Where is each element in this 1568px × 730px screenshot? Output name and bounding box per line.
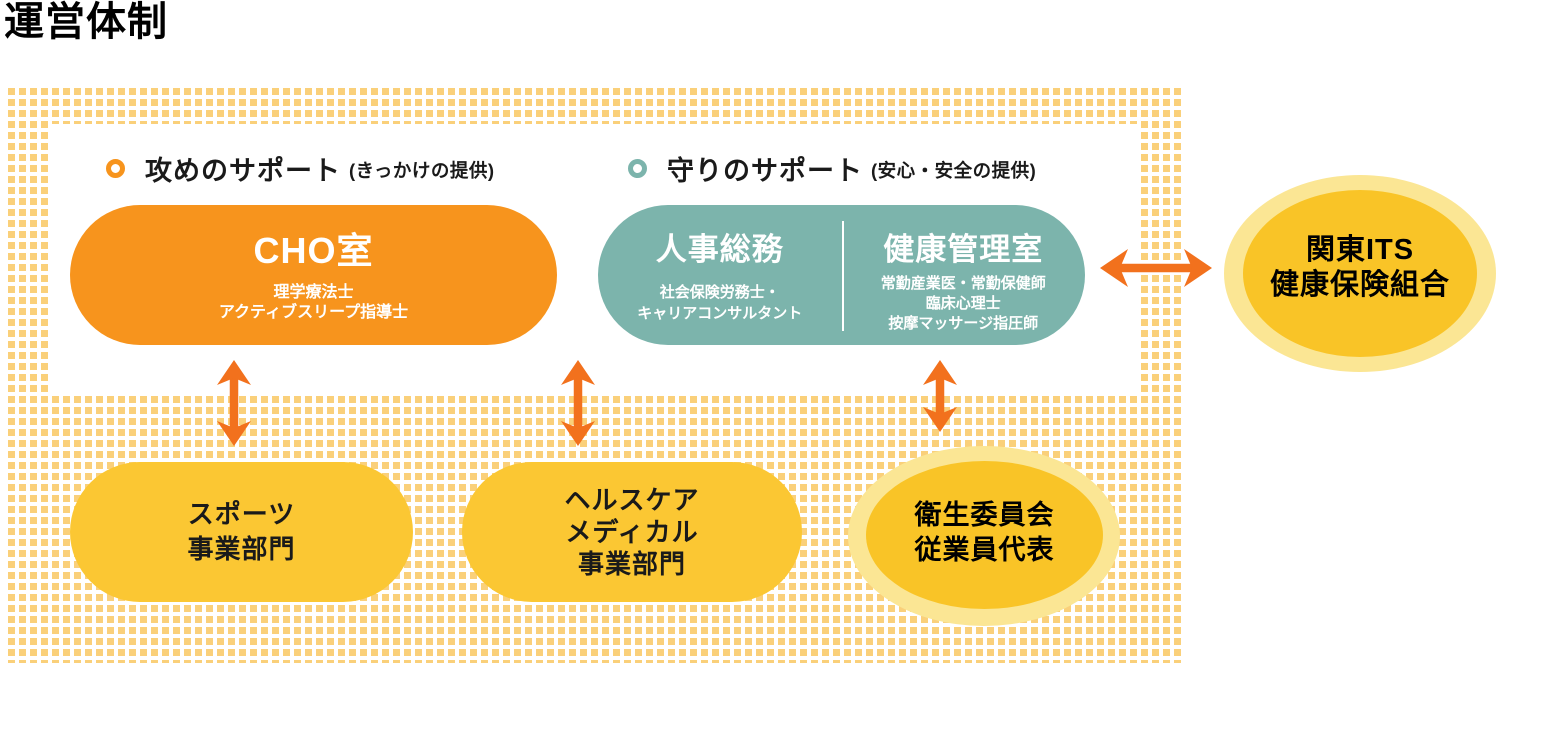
insurance-line: 健康保険組合	[1269, 268, 1450, 301]
legend-defense-note: (安心・安全の提供)	[871, 159, 1037, 181]
health-member-line: 按摩マッサージ指圧師	[888, 314, 1039, 332]
node-hygiene-committee: 衛生委員会 従業員代表	[866, 461, 1103, 609]
hr-members: 社会保険労務士・ キャリアコンサルタント	[598, 282, 842, 324]
node-healthcare-medical-division: ヘルスケア メディカル 事業部門	[462, 462, 802, 602]
health-office-members: 常勤産業医・常勤保健師 臨床心理士 按摩マッサージ指圧師	[842, 274, 1086, 333]
teal-ring-icon	[628, 158, 647, 178]
cho-member-line: 理学療法士	[273, 284, 354, 301]
node-health-management-office: 健康管理室 常勤産業医・常勤保健師 臨床心理士 按摩マッサージ指圧師	[842, 205, 1086, 345]
node-cho-office: CHO室 理学療法士 アクティブスリープ指導士	[70, 205, 557, 345]
legend-offense-label: 攻めのサポート	[145, 155, 341, 186]
sports-line: 事業部門	[187, 534, 296, 564]
hr-title: 人事総務	[655, 232, 784, 267]
committee-line: 従業員代表	[914, 535, 1055, 565]
committee-line: 衛生委員会	[914, 499, 1055, 530]
legend-defense-label: 守りのサポート	[667, 155, 863, 186]
hr-member-line: 社会保険労務士・	[659, 284, 780, 301]
cho-members: 理学療法士 アクティブスリープ指導士	[70, 283, 557, 323]
sports-line: スポーツ	[187, 498, 296, 529]
legend-defense: 守りのサポート (安心・安全の提供)	[628, 149, 1036, 187]
double-arrow-horizontal-icon	[1100, 246, 1212, 290]
double-arrow-vertical-icon	[920, 360, 960, 432]
healthcare-line: 事業部門	[577, 549, 686, 580]
cho-title: CHO室	[253, 230, 374, 271]
orange-ring-icon	[106, 158, 125, 178]
insurance-line: 関東ITS	[1305, 233, 1415, 266]
health-member-line: 常勤産業医・常勤保健師	[880, 275, 1046, 292]
health-member-line: 臨床心理士	[925, 294, 1001, 312]
node-sports-division: スポーツ 事業部門	[70, 462, 413, 602]
healthcare-line: ヘルスケア	[564, 484, 700, 515]
cho-member-line: アクティブスリープ指導士	[218, 304, 409, 321]
double-arrow-vertical-icon	[214, 360, 254, 446]
page-title: 運営体制	[4, 0, 168, 44]
node-kanto-its-insurance: 関東ITS 健康保険組合	[1243, 190, 1477, 357]
legend-offense-note: (きっかけの提供)	[349, 159, 495, 181]
healthcare-line: メディカル	[565, 516, 699, 547]
vertical-divider	[841, 221, 844, 331]
double-arrow-vertical-icon	[558, 360, 598, 446]
legend-offense: 攻めのサポート (きっかけの提供)	[106, 149, 495, 187]
node-hr-general-affairs: 人事総務 社会保険労務士・ キャリアコンサルタント	[598, 205, 842, 345]
health-office-title: 健康管理室	[883, 232, 1044, 267]
node-hr-health: 人事総務 社会保険労務士・ キャリアコンサルタント 健康管理室 常勤産業医・常勤…	[598, 205, 1085, 345]
hr-member-line: キャリアコンサルタント	[637, 305, 803, 322]
